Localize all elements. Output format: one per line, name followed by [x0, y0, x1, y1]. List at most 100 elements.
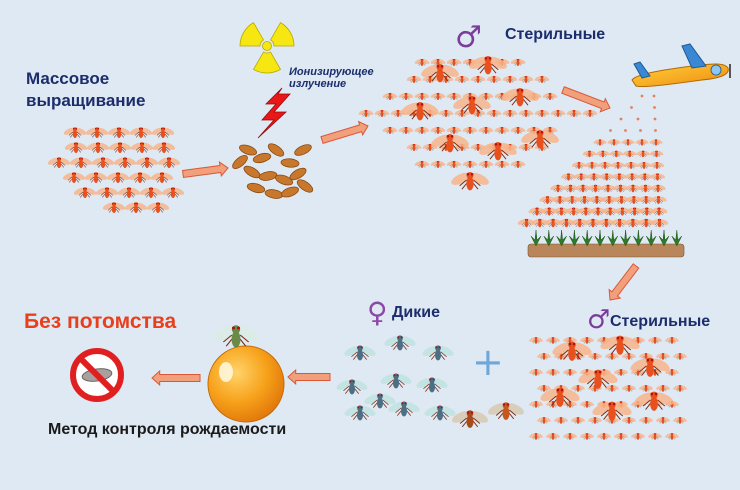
- sterile-fly-small: [430, 58, 446, 67]
- male-symbol-top: ♂: [455, 20, 482, 55]
- sterile-fly-small: [582, 109, 598, 118]
- mass-rearing-fly: [152, 142, 176, 154]
- mass-rearing-fly: [107, 127, 131, 139]
- sterile-fly-small: [510, 160, 526, 169]
- released-fly: [638, 207, 656, 216]
- sterile-fly-small: [639, 417, 653, 424]
- sterile-fly-small: [358, 109, 374, 118]
- sterile-fly-large: [421, 63, 459, 83]
- sterile-fly-small: [546, 369, 560, 376]
- pupa: [246, 182, 266, 194]
- sterile-fly-small: [673, 417, 687, 424]
- released-fly-dot: [624, 129, 627, 132]
- sterile-fly-small: [648, 433, 662, 440]
- mass-rearing-fly: [124, 202, 148, 214]
- sterile-fly-large: [431, 133, 469, 153]
- sterile-fly-small: [580, 401, 594, 408]
- ionizing-line-2: излучение: [289, 78, 347, 90]
- mass-rearing-fly: [73, 187, 97, 199]
- sterile-fly-small: [614, 369, 628, 376]
- sterile-fly-small: [571, 385, 585, 392]
- sterile-fly-large: [600, 335, 640, 355]
- sterile-fly-large: [501, 87, 539, 107]
- sterile-fly-small: [563, 369, 577, 376]
- sterile-fly-small: [430, 126, 446, 135]
- pupa: [281, 186, 299, 198]
- mass-rearing-fly: [139, 187, 163, 199]
- sterile-fly-small: [518, 75, 534, 84]
- released-fly: [610, 218, 629, 228]
- sterile-fly-small: [502, 75, 518, 84]
- sterile-fly-small: [546, 337, 560, 344]
- sterile-fly-small: [529, 337, 543, 344]
- released-fly: [597, 218, 616, 228]
- released-fly: [596, 150, 610, 158]
- sterile-fly-small: [648, 337, 662, 344]
- mating-flies-pair: [452, 402, 524, 428]
- released-fly: [650, 184, 666, 193]
- mass-rearing-fly: [84, 172, 108, 184]
- sterile-fly-small: [550, 109, 566, 118]
- released-fly: [607, 139, 621, 146]
- released-fly: [650, 196, 667, 204]
- sterile-fly-small: [478, 160, 494, 169]
- sterile-fly-small: [563, 433, 577, 440]
- mass-rearing-fly: [130, 142, 154, 154]
- wild-fly-cluster: [336, 335, 456, 421]
- pupa: [280, 158, 300, 168]
- mass-rearing-fly: [151, 127, 175, 139]
- female-symbol: ♀: [367, 296, 388, 329]
- released-fly-dot: [652, 94, 656, 98]
- released-fly: [589, 207, 607, 216]
- sterile-fly-large: [578, 369, 618, 389]
- released-fly: [650, 218, 669, 228]
- released-fly-dot: [639, 129, 642, 132]
- sterile-fly-small: [529, 369, 543, 376]
- pupa: [264, 189, 284, 199]
- pupa: [289, 167, 307, 181]
- released-fly: [636, 150, 650, 158]
- sterile-fly-small: [534, 109, 550, 118]
- sterile-fly-cluster-bottom: [529, 335, 687, 440]
- sterile-fly-small: [656, 417, 670, 424]
- mass-rearing-fly: [63, 127, 87, 139]
- sterile-fly-small: [430, 92, 446, 101]
- wild-fly: [416, 377, 448, 393]
- orange-fruit-icon: [207, 325, 285, 423]
- sterile-fly-large: [630, 357, 670, 377]
- no-offspring-label: Без потомства: [24, 310, 177, 333]
- mass-rearing-fly: [85, 127, 109, 139]
- lightning-icon: [257, 87, 291, 139]
- mass-rearing-fly: [64, 142, 88, 154]
- sterile-fly-small: [563, 337, 577, 344]
- sterile-fly-small: [656, 385, 670, 392]
- released-fly: [621, 139, 635, 146]
- released-fly: [560, 173, 577, 181]
- pupa: [232, 154, 248, 170]
- mass-rearing-line-2: выращивание: [26, 91, 146, 110]
- released-fly-dot: [640, 94, 644, 98]
- mass-rearing-fly: [95, 187, 119, 199]
- pupa: [252, 152, 272, 164]
- released-fly: [649, 150, 664, 158]
- mass-rearing-fly: [135, 157, 159, 169]
- wild-fly: [364, 393, 396, 409]
- sterile-fly-small: [486, 109, 502, 118]
- sterile-fly-small: [430, 160, 446, 169]
- sterile-fly-small: [518, 143, 534, 152]
- released-sterile-flies: [517, 94, 669, 228]
- mass-rearing-fly: [150, 172, 174, 184]
- mass-rearing-fly: [102, 202, 126, 214]
- sterile-fly-small: [537, 353, 551, 360]
- sterile-fly-small: [470, 75, 486, 84]
- mass-rearing-fly: [69, 157, 93, 169]
- wild-fly: [380, 373, 412, 389]
- released-fly-dot: [630, 106, 633, 109]
- sterile-fly-small: [462, 160, 478, 169]
- plus-sign: +: [472, 340, 504, 384]
- released-fly: [601, 207, 619, 216]
- released-fly: [600, 184, 616, 193]
- sterile-fly-small: [665, 369, 679, 376]
- sterile-label-top: Стерильные: [505, 26, 606, 43]
